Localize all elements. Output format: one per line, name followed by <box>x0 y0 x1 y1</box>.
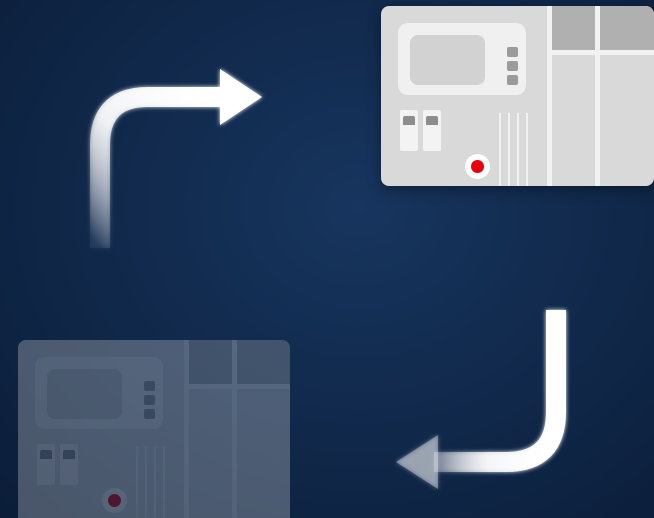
vent-slot <box>526 113 528 186</box>
device-button <box>507 47 518 57</box>
vent-slot <box>508 113 510 186</box>
vent-slot <box>145 447 147 518</box>
device-button <box>507 75 518 85</box>
ethernet-port-icon <box>423 110 441 151</box>
ethernet-port-icon <box>60 444 78 485</box>
panel-block <box>600 6 654 50</box>
network-device-icon <box>381 6 654 186</box>
device-screen <box>47 369 122 419</box>
panel-block <box>552 6 595 50</box>
panel-divider <box>189 384 290 389</box>
arrow-bottom-shape <box>396 310 556 489</box>
device-button <box>144 395 155 405</box>
vent-slot <box>163 447 165 518</box>
status-led-icon <box>108 494 121 507</box>
device-button <box>144 409 155 419</box>
status-led-icon <box>471 160 484 173</box>
device-button <box>507 61 518 71</box>
panel-block <box>237 340 290 384</box>
ethernet-port-icon <box>400 110 418 151</box>
vent-slot <box>517 113 519 186</box>
device-button <box>144 381 155 391</box>
ethernet-port-icon <box>37 444 55 485</box>
vent-slot <box>499 113 501 186</box>
vent-slot <box>154 447 156 518</box>
vent-slot <box>136 447 138 518</box>
panel-divider <box>552 50 654 55</box>
panel-block <box>189 340 232 384</box>
device-screen <box>410 35 485 85</box>
network-device-icon <box>18 340 290 518</box>
